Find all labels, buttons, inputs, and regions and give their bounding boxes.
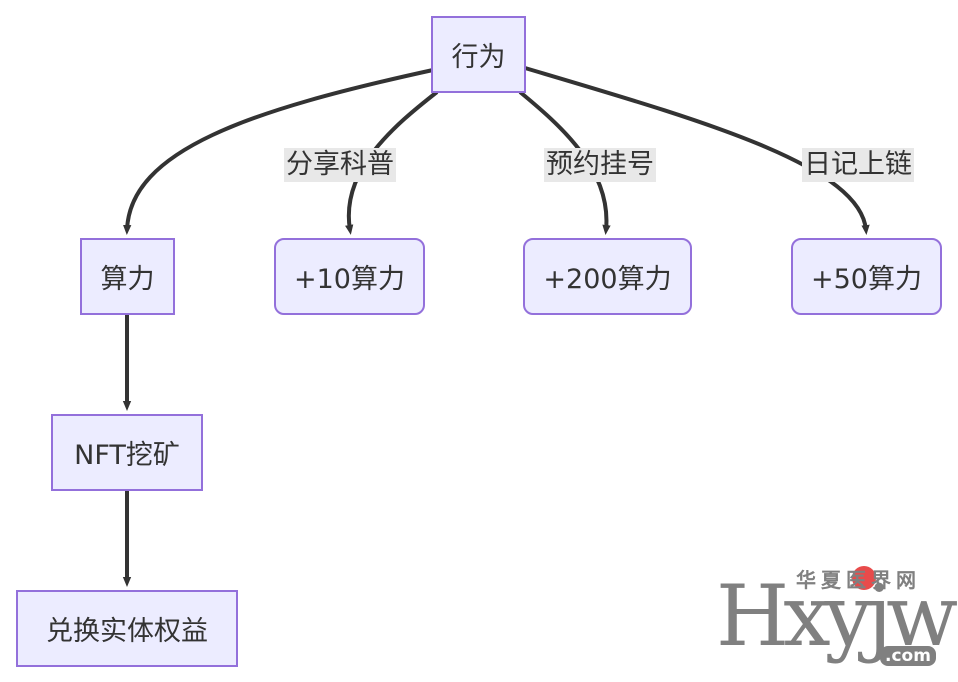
edge-root-plus50 <box>524 66 870 235</box>
edge-root-suanli <box>123 68 434 235</box>
watermark-domain: .com <box>880 646 936 666</box>
node-plus200: +200算力 <box>523 238 692 315</box>
node-suanli: 算力 <box>80 238 175 315</box>
watermark-cn: 华夏医界网 <box>796 568 921 592</box>
edge-label-share: 分享科普 <box>284 148 396 182</box>
watermark-seal-icon <box>852 566 876 590</box>
node-root: 行为 <box>431 16 526 93</box>
edge-label-diary: 日记上链 <box>802 148 914 182</box>
watermark-logo: Hxyjw 华夏医界网 .com <box>716 560 958 672</box>
edge-label-booking: 预约挂号 <box>544 148 656 182</box>
node-nft: NFT挖矿 <box>51 414 203 491</box>
node-plus50: +50算力 <box>791 238 942 315</box>
node-plus10: +10算力 <box>274 238 425 315</box>
node-exchange: 兑换实体权益 <box>16 590 238 667</box>
